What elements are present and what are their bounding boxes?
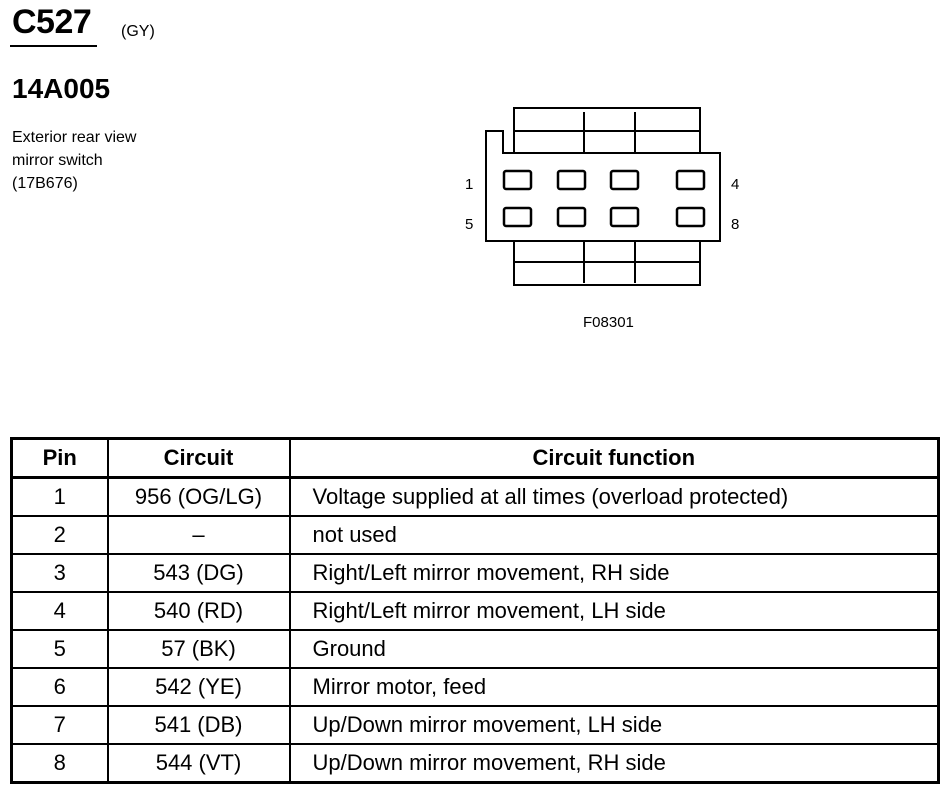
- figure-id: F08301: [583, 314, 634, 331]
- circuit-cell: –: [106, 515, 291, 555]
- connector-id-underline: [10, 45, 97, 47]
- cavity-pin-1: [502, 169, 533, 191]
- table-row: 3 543 (DG) Right/Left mirror movement, R…: [10, 553, 940, 593]
- cavity-pin-2: [556, 169, 587, 191]
- function-cell: Ground: [288, 629, 940, 669]
- function-cell: Right/Left mirror movement, RH side: [288, 553, 940, 593]
- connector-id: C527: [12, 3, 92, 41]
- function-cell: Up/Down mirror movement, LH side: [288, 705, 940, 745]
- pin-cell: 7: [10, 705, 109, 745]
- function-cell: Mirror motor, feed: [288, 667, 940, 707]
- pin-label-5: 5: [465, 216, 473, 233]
- circuit-cell: 543 (DG): [106, 553, 291, 593]
- header-pin: Pin: [10, 437, 109, 479]
- connector-color-code: (GY): [121, 23, 155, 40]
- table-row: 5 57 (BK) Ground: [10, 629, 940, 669]
- circuit-cell: 542 (YE): [106, 667, 291, 707]
- cavity-pin-3: [609, 169, 640, 191]
- part-number: 14A005: [12, 73, 111, 104]
- circuit-cell: 57 (BK): [106, 629, 291, 669]
- cavity-pin-7: [609, 206, 640, 228]
- component-description: Exterior rear view mirror switch (17B676…: [12, 126, 136, 195]
- pin-cell: 1: [10, 476, 109, 517]
- circuit-cell: 541 (DB): [106, 705, 291, 745]
- cavity-pin-4: [675, 169, 706, 191]
- cavity-pin-5: [502, 206, 533, 228]
- header-circuit: Circuit: [106, 437, 291, 479]
- table-row: 7 541 (DB) Up/Down mirror movement, LH s…: [10, 705, 940, 745]
- function-cell: Voltage supplied at all times (overload …: [288, 476, 940, 517]
- connector-outline: [485, 107, 721, 286]
- circuit-cell: 540 (RD): [106, 591, 291, 631]
- cavity-pin-8: [675, 206, 706, 228]
- table-row: 4 540 (RD) Right/Left mirror movement, L…: [10, 591, 940, 631]
- function-cell: Up/Down mirror movement, RH side: [288, 743, 940, 784]
- pin-label-1: 1: [465, 176, 473, 193]
- component-desc-line: Exterior rear view: [12, 129, 137, 146]
- component-desc-line: (17B676): [12, 175, 78, 192]
- connector-face-diagram: 1 4 5 8 F08301: [465, 107, 739, 331]
- table-row: 6 542 (YE) Mirror motor, feed: [10, 667, 940, 707]
- pin-cell: 3: [10, 553, 109, 593]
- function-cell: not used: [288, 515, 940, 555]
- pin-table: Pin Circuit Circuit function 1 956 (OG/L…: [10, 437, 940, 784]
- pin-cell: 8: [10, 743, 109, 784]
- pin-cell: 4: [10, 591, 109, 631]
- table-header-row: Pin Circuit Circuit function: [10, 437, 940, 479]
- pin-label-8: 8: [731, 216, 739, 233]
- pin-cavities: [502, 169, 706, 228]
- pin-cell: 5: [10, 629, 109, 669]
- table-row: 1 956 (OG/LG) Voltage supplied at all ti…: [10, 476, 940, 517]
- cavity-pin-6: [556, 206, 587, 228]
- function-cell: Right/Left mirror movement, LH side: [288, 591, 940, 631]
- pin-cell: 6: [10, 667, 109, 707]
- table-row: 2 – not used: [10, 515, 940, 555]
- header-circuit-function: Circuit function: [288, 437, 940, 479]
- circuit-cell: 544 (VT): [106, 743, 291, 784]
- pin-cell: 2: [10, 515, 109, 555]
- component-desc-line: mirror switch: [12, 152, 103, 169]
- pin-label-4: 4: [731, 176, 739, 193]
- circuit-cell: 956 (OG/LG): [106, 476, 291, 517]
- table-row: 8 544 (VT) Up/Down mirror movement, RH s…: [10, 743, 940, 784]
